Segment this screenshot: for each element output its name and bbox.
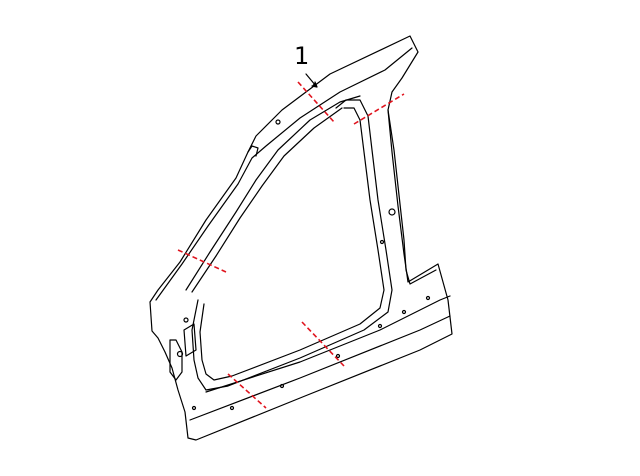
hinge-bracket <box>183 323 197 357</box>
callout-arrowhead <box>311 81 318 88</box>
part-callout-number: 1 <box>294 42 310 70</box>
rocker-lower <box>189 315 451 421</box>
door-opening-inner <box>199 107 385 381</box>
panel-outer-outline <box>149 35 453 441</box>
cut-line-b-pillar-top <box>353 93 405 125</box>
cut-line-a-pillar <box>177 249 227 273</box>
roof-notch <box>247 145 259 157</box>
pillar-hole-2 <box>176 350 184 358</box>
hinge-pillar <box>169 339 183 381</box>
sill-hole-4 <box>335 353 341 359</box>
b-pillar-hole-2 <box>379 239 385 245</box>
cut-line-rocker-front <box>227 373 267 409</box>
door-opening <box>191 99 393 391</box>
rail-hole <box>275 119 281 125</box>
rocker-upper <box>205 295 451 393</box>
sill-hole-3 <box>279 383 285 389</box>
sill-hole <box>191 405 197 411</box>
cut-line-roof <box>297 81 335 123</box>
roof-rail-inner <box>155 47 413 301</box>
a-pillar-inner-2 <box>191 107 343 293</box>
b-pillar-hole <box>388 208 396 216</box>
sill-hole-6 <box>401 309 407 315</box>
sill-hole-2 <box>229 405 235 411</box>
sill-hole-7 <box>425 295 431 301</box>
pillar-hole <box>183 317 189 323</box>
cut-line-rocker-rear <box>301 321 345 367</box>
a-pillar-inner <box>185 95 361 291</box>
b-pillar <box>387 109 437 285</box>
sill-hole-5 <box>377 323 383 329</box>
